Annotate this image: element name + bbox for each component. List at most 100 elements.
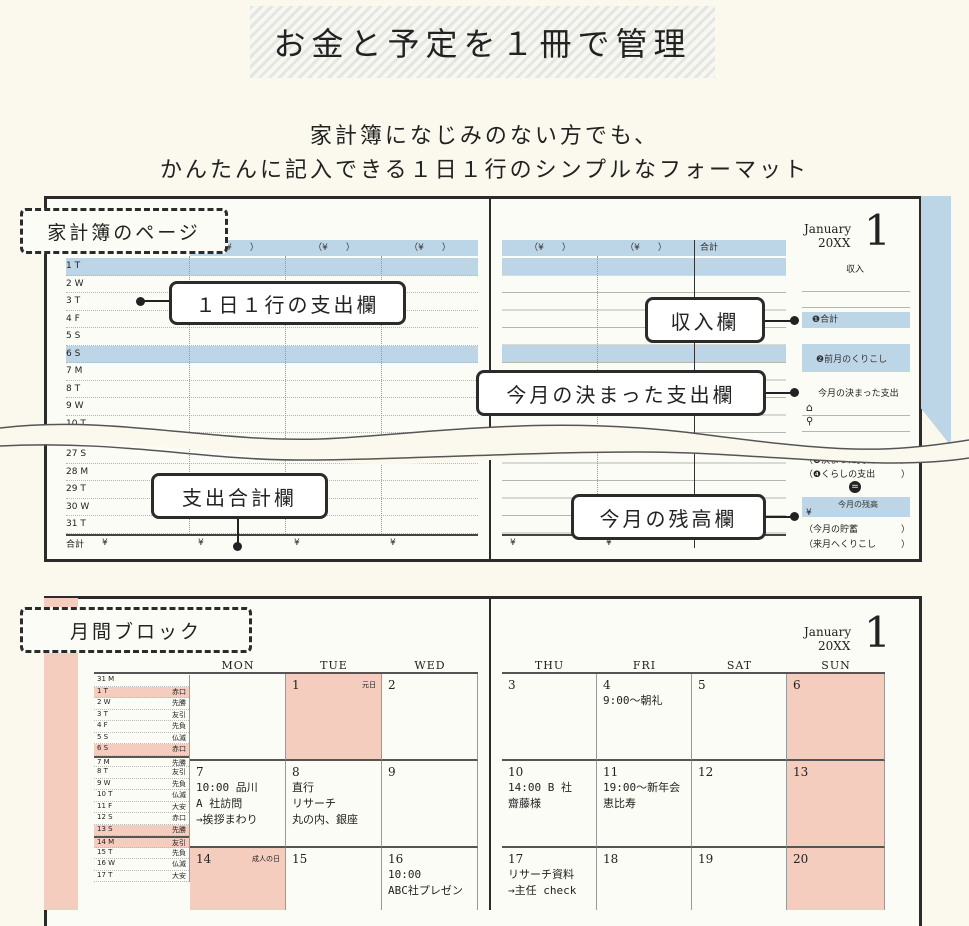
fixed-lines — [802, 400, 910, 432]
day-cell[interactable]: 4 9:00～朝礼 — [597, 674, 692, 761]
callout-dot — [790, 388, 799, 397]
day-number: 20 — [793, 852, 809, 866]
day-number: 7 — [196, 765, 204, 779]
yen-mark: ¥ — [510, 538, 516, 548]
holiday-label: 元日 — [362, 681, 376, 689]
header-rule — [94, 672, 478, 674]
side-next: （来月へくりこし） — [804, 540, 910, 550]
yen-header: （¥ ） — [409, 243, 451, 253]
day-cell[interactable]: 1 元日 — [286, 674, 382, 761]
expense-header-bar: （¥ ） （¥ ） （¥ ） — [190, 240, 478, 256]
calendar-year: 20XX — [818, 639, 851, 653]
yen-mark: ¥ — [390, 538, 396, 548]
day-cell[interactable]: 7 10:00 品川 A 社訪問 →挨拶まわり — [190, 761, 286, 848]
day-cell[interactable]: 11 19:00～新年会 恵比寿 — [597, 761, 692, 848]
callout-dot — [233, 542, 242, 551]
yen-header: （¥ ） — [625, 243, 667, 253]
headline-text: お金と予定を１冊で管理 — [273, 25, 692, 63]
schedule-note: 丸の内、銀座 — [292, 813, 358, 826]
schedule-note: 19:00～新年会 — [603, 781, 681, 794]
subheadline-line2: かんたんに記入できる１日１行のシンプルなフォーマット — [160, 158, 809, 183]
expense-header-bar-right: （¥ ） （¥ ） 合計 — [502, 240, 786, 256]
day-cell[interactable]: 20 — [787, 848, 885, 910]
day-cell[interactable]: 15 — [286, 848, 382, 910]
callout-dot — [790, 316, 799, 325]
day-cell[interactable]: 2 — [382, 674, 478, 761]
day-cell[interactable]: 6 — [787, 674, 885, 761]
callout-dot — [790, 512, 799, 521]
day-cell[interactable] — [190, 674, 286, 761]
callout-line — [237, 519, 239, 545]
day-cell[interactable]: 3 — [502, 674, 597, 761]
callout-line — [766, 516, 794, 518]
day-row: 5 S — [66, 328, 478, 346]
yen-header: （¥ ） — [217, 243, 259, 253]
day-cell[interactable]: 17 リサーチ資料 →主任 check — [502, 848, 597, 910]
callout-line — [765, 320, 793, 322]
header-rule — [502, 672, 885, 674]
kakeibo-tag: 家計簿のページ — [20, 208, 228, 254]
callout-daily: １日１行の支出欄 — [169, 281, 406, 325]
day-number: 12 — [698, 765, 714, 779]
day-row: 27 S — [66, 446, 478, 464]
right-row-highlight — [502, 345, 786, 362]
schedule-note: 9:00～朝礼 — [603, 694, 663, 707]
day-row: 8 T — [66, 381, 478, 398]
day-cell[interactable]: 13 — [787, 761, 885, 848]
day-row: 10 T — [66, 416, 478, 433]
day-number: 9 — [388, 765, 396, 779]
day-cell[interactable]: 10 14:00 B 社 齋藤様 — [502, 761, 597, 848]
callout-line — [766, 392, 794, 394]
headline-banner: お金と予定を１冊で管理 — [250, 6, 715, 78]
schedule-note: ABC社プレゼン — [388, 884, 463, 897]
column-divider — [189, 256, 190, 536]
mini-row: 31 M — [94, 675, 189, 687]
day-cell[interactable]: 18 — [597, 848, 692, 910]
yen-mark: ¥ — [606, 538, 612, 548]
day-number: 5 — [698, 678, 706, 692]
weekday-fri: FRI — [632, 659, 657, 672]
callout-total: 支出合計欄 — [151, 473, 328, 519]
daily-rows-top: 1 T 2 W 3 T 4 F 5 S 6 S 7 M 8 T 9 W 10 T — [66, 258, 478, 433]
day-cell[interactable]: 12 — [692, 761, 787, 848]
callout-balance: 今月の残高欄 — [571, 494, 766, 540]
weekday-sun: SUN — [821, 659, 851, 672]
day-cell[interactable]: 16 10:00 ABC社プレゼン — [382, 848, 478, 910]
side-total1: ❶合計 — [802, 312, 910, 328]
side-fixed-label: 今月の決まった支出 — [818, 389, 899, 399]
schedule-note: 恵比寿 — [603, 797, 636, 810]
side-carry: ❷前月のくりこし — [802, 344, 910, 372]
weekday-tue: TUE — [320, 659, 348, 672]
day-cell[interactable]: 9 — [382, 761, 478, 848]
income-lines — [802, 276, 910, 308]
day-cell[interactable]: 8 直行 リサーチ 丸の内、銀座 — [286, 761, 382, 848]
callout-income: 収入欄 — [645, 297, 765, 343]
yen-header: （¥ ） — [313, 243, 355, 253]
calendar-month: January — [804, 625, 852, 639]
day-cell[interactable]: 5 — [692, 674, 787, 761]
schedule-note: 14:00 B 社 — [508, 781, 572, 794]
schedule-note: リサーチ資料 — [508, 868, 574, 881]
day-cell[interactable]: 19 — [692, 848, 787, 910]
calendar-spine — [489, 596, 491, 910]
calendar-tag: 月間ブロック — [20, 607, 252, 653]
day-number: 2 — [388, 678, 396, 692]
side-savings: （今月の貯蓄） — [804, 525, 910, 535]
house-icon: ⌂ — [806, 401, 813, 414]
day-row: 6 S — [66, 345, 478, 363]
day-cell[interactable]: 14 成人の日 — [190, 848, 286, 910]
callout-fixed: 今月の決まった支出欄 — [476, 370, 766, 416]
yen-mark: ¥ — [198, 538, 204, 548]
day-number: 3 — [508, 678, 516, 692]
